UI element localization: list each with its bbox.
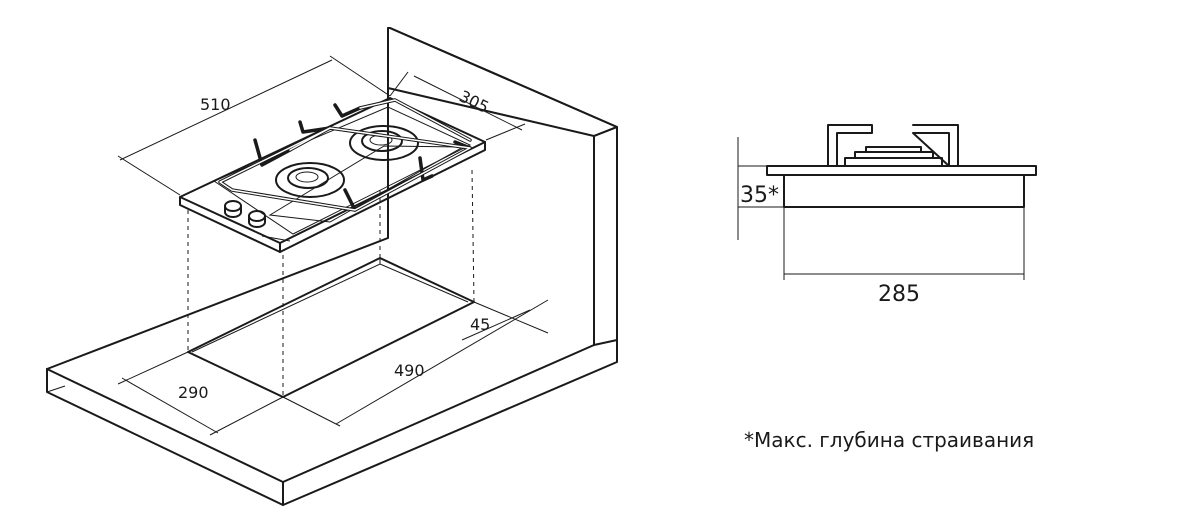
control-knob-icon [224,200,266,228]
pan-support-icon [218,98,472,212]
dim-label-290: 290 [178,383,209,402]
dim-label-510: 510 [200,95,231,114]
hob [179,97,486,253]
dimension-510: 510 [117,55,391,196]
dim-label-285: 285 [878,282,920,307]
dim-label-490: 490 [394,361,425,380]
cutout-hole [187,257,475,398]
dim-label-35: 35* [740,183,779,208]
countertop [46,27,618,506]
side-view: 35* 285 [737,124,1037,307]
dimension-45: 45 [461,301,549,341]
brand-logo [261,235,291,242]
burner-front-icon [275,162,345,198]
dim-label-45: 45 [470,315,490,334]
dimension-490: 490 [282,299,549,427]
dimension-290: 290 [117,351,284,436]
footnote: *Макс. глубина страивания [744,428,1034,452]
projection-lines [187,169,475,397]
